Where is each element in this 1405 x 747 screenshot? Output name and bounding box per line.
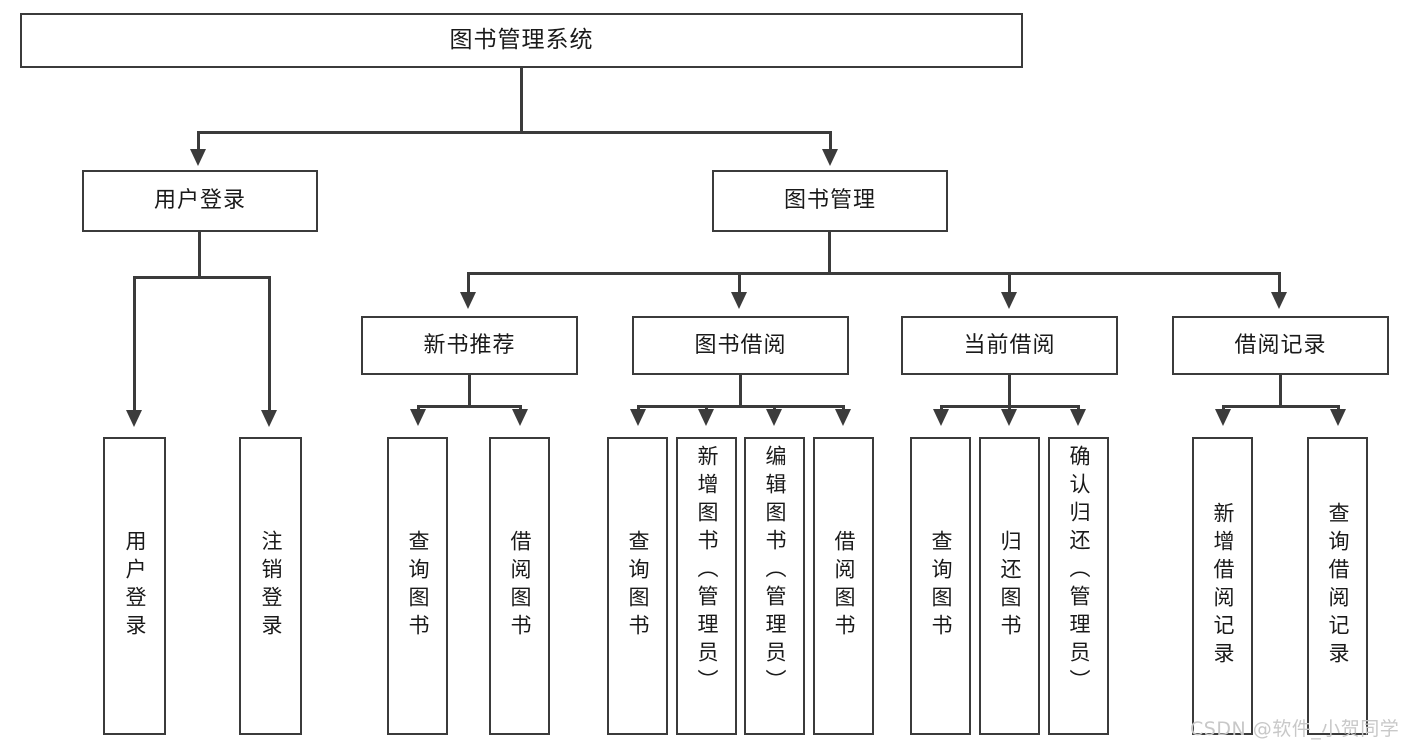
- connector-br-stem: [1279, 375, 1282, 408]
- connector-user-login-drop-1: [133, 276, 136, 412]
- node-leaf-add-book[interactable]: 新增图书（管理员）: [676, 437, 737, 735]
- arrow-root-to-user-login: [190, 149, 206, 166]
- arrow-to-leaf-query-record: [1330, 409, 1346, 426]
- arrow-root-to-book-management: [822, 149, 838, 166]
- node-leaf-borrow-book-1[interactable]: 借阅图书: [489, 437, 550, 735]
- node-leaf-query-book-1-label: 查询图书: [406, 530, 430, 642]
- arrow-to-book-borrow: [731, 292, 747, 309]
- node-leaf-user-logout-label: 注销登录: [259, 530, 283, 642]
- arrow-to-leaf-edit-book: [766, 409, 782, 426]
- connector-bb-stem: [739, 375, 742, 408]
- connector-root-stem: [520, 68, 523, 133]
- node-book-management[interactable]: 图书管理: [712, 170, 948, 232]
- connector-root-bus: [197, 131, 832, 134]
- node-root-label: 图书管理系统: [449, 27, 594, 54]
- connector-root-to-book-management: [829, 131, 832, 151]
- connector-bm-drop-2: [738, 272, 741, 294]
- arrow-to-leaf-query-book-2: [630, 409, 646, 426]
- connector-nbr-stem: [468, 375, 471, 408]
- connector-user-login-stem: [198, 232, 201, 278]
- node-leaf-query-book-2[interactable]: 查询图书: [607, 437, 668, 735]
- node-leaf-query-book-1[interactable]: 查询图书: [387, 437, 448, 735]
- node-leaf-query-book-3[interactable]: 查询图书: [910, 437, 971, 735]
- arrow-to-new-book-recommend: [460, 292, 476, 309]
- node-user-login[interactable]: 用户登录: [82, 170, 318, 232]
- node-current-borrow[interactable]: 当前借阅: [901, 316, 1118, 375]
- node-book-management-label: 图书管理: [783, 188, 876, 214]
- connector-bb-drop-1: [637, 405, 640, 411]
- node-leaf-borrow-book-1-label: 借阅图书: [508, 530, 532, 642]
- node-user-login-label: 用户登录: [153, 188, 246, 214]
- node-leaf-edit-book[interactable]: 编辑图书（管理员）: [744, 437, 805, 735]
- node-leaf-add-book-label: 新增图书（管理员）: [695, 445, 719, 697]
- connector-book-management-bus: [467, 272, 1281, 275]
- connector-book-management-stem: [828, 232, 831, 274]
- connector-bb-bus: [637, 405, 845, 408]
- connector-bm-drop-3: [1008, 272, 1011, 294]
- connector-nbr-drop-1: [417, 405, 420, 411]
- arrow-to-leaf-confirm-return: [1070, 409, 1086, 426]
- connector-cb-stem: [1008, 375, 1011, 408]
- node-leaf-user-login[interactable]: 用户登录: [103, 437, 166, 735]
- connector-br-drop-2: [1337, 405, 1340, 411]
- node-leaf-return-book[interactable]: 归还图书: [979, 437, 1040, 735]
- arrow-to-leaf-borrow-book-1: [512, 409, 528, 426]
- node-leaf-return-book-label: 归还图书: [998, 530, 1022, 642]
- node-leaf-borrow-book-2[interactable]: 借阅图书: [813, 437, 874, 735]
- node-leaf-query-record-label: 查询借阅记录: [1326, 502, 1350, 670]
- node-leaf-query-book-3-label: 查询图书: [929, 530, 953, 642]
- node-leaf-user-login-label: 用户登录: [123, 530, 147, 642]
- connector-br-drop-1: [1222, 405, 1225, 411]
- node-book-borrow-label: 图书借阅: [694, 332, 787, 358]
- connector-root-to-user-login: [197, 131, 200, 151]
- arrow-to-leaf-user-logout: [261, 410, 277, 427]
- connector-bm-drop-4: [1278, 272, 1281, 294]
- node-borrow-record[interactable]: 借阅记录: [1172, 316, 1389, 375]
- connector-cb-drop-1: [940, 405, 943, 411]
- connector-nbr-bus: [417, 405, 522, 408]
- node-leaf-confirm-return-label: 确认归还（管理员）: [1067, 445, 1091, 697]
- connector-bb-drop-3: [773, 405, 776, 411]
- connector-user-login-bus: [133, 276, 271, 279]
- connector-cb-drop-3: [1077, 405, 1080, 411]
- connector-user-login-drop-2: [268, 276, 271, 412]
- arrow-to-leaf-query-book-3: [933, 409, 949, 426]
- node-borrow-record-label: 借阅记录: [1234, 332, 1327, 358]
- node-leaf-add-record-label: 新增借阅记录: [1211, 502, 1235, 670]
- connector-br-bus: [1222, 405, 1340, 408]
- node-root[interactable]: 图书管理系统: [20, 13, 1023, 68]
- node-leaf-edit-book-label: 编辑图书（管理员）: [763, 445, 787, 697]
- arrow-to-leaf-borrow-book-2: [835, 409, 851, 426]
- node-leaf-user-logout[interactable]: 注销登录: [239, 437, 302, 735]
- node-leaf-confirm-return[interactable]: 确认归还（管理员）: [1048, 437, 1109, 735]
- node-leaf-add-record[interactable]: 新增借阅记录: [1192, 437, 1253, 735]
- node-leaf-query-book-2-label: 查询图书: [626, 530, 650, 642]
- node-leaf-query-record[interactable]: 查询借阅记录: [1307, 437, 1368, 735]
- arrow-to-borrow-record: [1271, 292, 1287, 309]
- arrow-to-leaf-add-record: [1215, 409, 1231, 426]
- node-new-book-recommend[interactable]: 新书推荐: [361, 316, 578, 375]
- connector-bm-drop-1: [467, 272, 470, 294]
- arrow-to-leaf-user-login: [126, 410, 142, 427]
- connector-nbr-drop-2: [519, 405, 522, 411]
- arrow-to-current-borrow: [1001, 292, 1017, 309]
- node-current-borrow-label: 当前借阅: [963, 332, 1056, 358]
- connector-bb-drop-2: [705, 405, 708, 411]
- arrow-to-leaf-return-book: [1001, 409, 1017, 426]
- node-leaf-borrow-book-2-label: 借阅图书: [832, 530, 856, 642]
- arrow-to-leaf-query-book-1: [410, 409, 426, 426]
- node-book-borrow[interactable]: 图书借阅: [632, 316, 849, 375]
- node-new-book-recommend-label: 新书推荐: [423, 332, 516, 358]
- arrow-to-leaf-add-book: [698, 409, 714, 426]
- connector-bb-drop-4: [842, 405, 845, 411]
- connector-cb-drop-2: [1008, 405, 1011, 411]
